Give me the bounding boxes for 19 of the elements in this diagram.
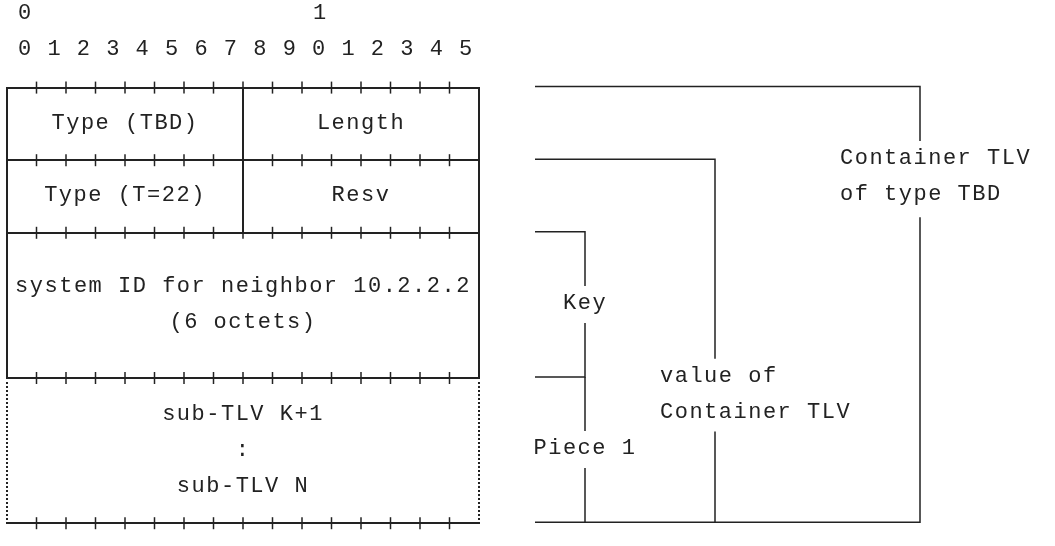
bracket-label: Piece 1 <box>533 431 637 468</box>
field-label: sub-TLV K+1 <box>162 400 324 429</box>
bit-number: 0 <box>18 0 33 28</box>
field-label: system ID for neighbor 10.2.2.2 <box>15 273 471 302</box>
field-cell <box>6 231 480 379</box>
field-label: Resv <box>331 182 391 211</box>
field-label: : <box>235 436 251 465</box>
bit-numbers: 0 1 2 3 4 5 6 7 8 9 0 1 2 3 4 5 <box>18 36 474 65</box>
field-label: sub-TLV N <box>176 472 310 501</box>
field-label: (6 octets) <box>169 309 317 338</box>
bracket-label: Container TLV of type TBD <box>840 145 1033 210</box>
field-cell <box>6 86 244 162</box>
field-label: Length <box>316 109 406 138</box>
bit-number: 1 <box>313 0 328 28</box>
bracket-label: value of Container TLV <box>660 362 853 428</box>
field-label: Type (T=22) <box>44 182 206 211</box>
bracket-label: Key <box>563 286 608 323</box>
field-label: Type (TBD) <box>51 109 199 138</box>
field-cell <box>242 86 480 162</box>
